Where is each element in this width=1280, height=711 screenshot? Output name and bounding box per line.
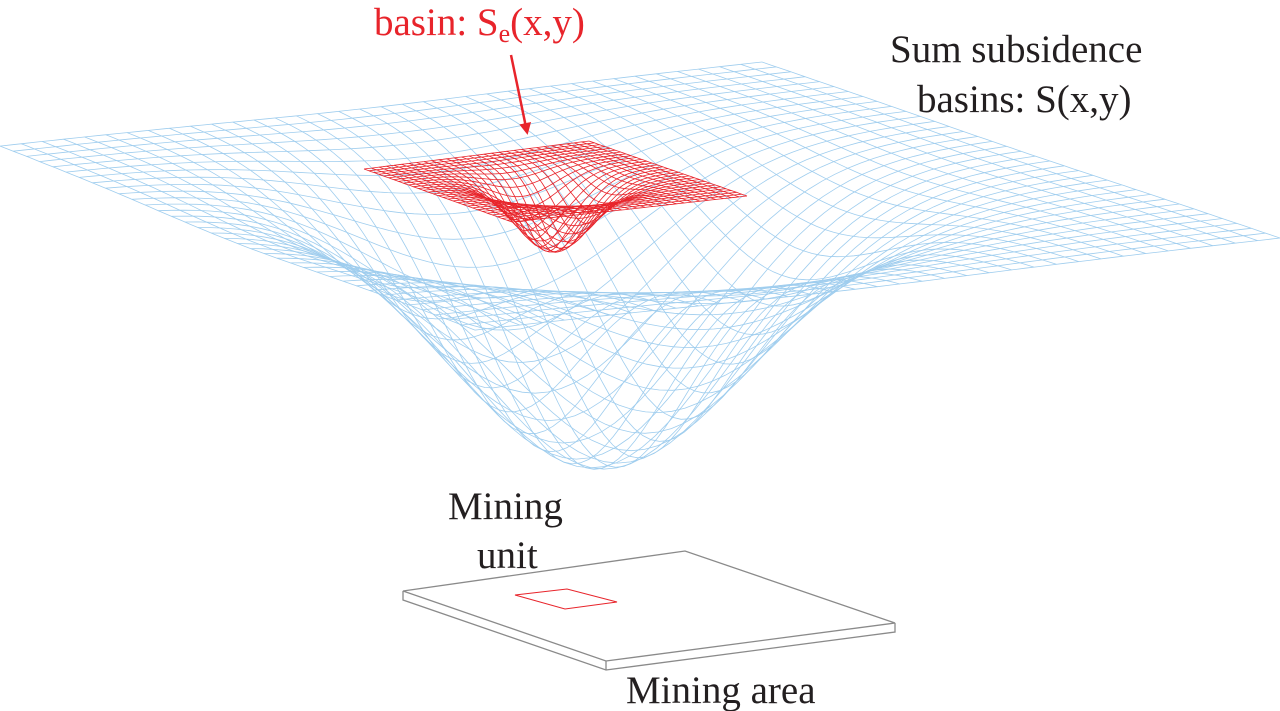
sum-mesh-line-u: [698, 68, 1214, 247]
unit-basin-label-subscript: e: [498, 19, 511, 48]
sum-mesh-line-u: [740, 64, 1258, 241]
unit-mesh-line-v: [511, 195, 748, 223]
sum-subsidence-mesh: [0, 61, 1280, 470]
unit-basin-label: basin: Se(x,y): [374, 3, 585, 47]
sum-mesh-line-v: [13, 66, 777, 152]
unit-mesh-line-u: [588, 140, 748, 197]
sum-mesh-line-v: [395, 208, 1194, 301]
sum-mesh-line-u: [677, 71, 1191, 249]
unit-mesh-line-v: [502, 191, 737, 219]
unit-mesh-line-u: [558, 144, 716, 200]
unit-mesh-line-v: [492, 188, 726, 216]
mining-area-label: Mining area: [626, 669, 816, 711]
mining-unit-label-line2: unit: [477, 534, 538, 577]
sum-mesh-line-v: [461, 232, 1266, 326]
unit-mesh-line-u: [573, 142, 732, 199]
sum-mesh-line-u: [380, 106, 878, 459]
sum-mesh-line-u: [423, 101, 923, 420]
unit-basin-label-suffix: (x,y): [510, 1, 585, 44]
sum-mesh-line-v: [52, 81, 820, 168]
unit-subsidence-mesh: [363, 140, 748, 253]
sum-basin-label-line1: Sum subsidence: [890, 28, 1143, 71]
sum-mesh-line-v: [422, 218, 1223, 311]
sum-mesh-line-v: [356, 194, 1151, 331]
mining-unit-label-line1: Mining: [448, 485, 563, 528]
sum-mesh-line-v: [343, 189, 1137, 349]
unit-mesh-line-u: [566, 143, 724, 199]
mining-area-front-edge: [402, 591, 896, 671]
sum-mesh-line-v: [197, 136, 978, 422]
unit-basin-label-prefix: basin: S: [374, 1, 499, 44]
sum-mesh-line-v: [474, 237, 1280, 331]
mining-unit-outline: [514, 588, 618, 610]
unit-basin-arrow: [509, 54, 532, 135]
sum-mesh-line-v: [448, 227, 1252, 321]
unit-mesh-line-v: [497, 190, 732, 218]
sum-basin-label-line2: basins: S(x,y): [917, 78, 1132, 121]
sum-mesh-line-v: [303, 174, 1093, 414]
unit-mesh-line-v: [487, 186, 721, 214]
sum-mesh-line-v: [65, 86, 834, 173]
sum-mesh-line-v: [316, 179, 1108, 391]
sum-mesh-line-u: [761, 61, 1280, 239]
sum-mesh-line-u: [719, 66, 1236, 244]
sum-mesh-line-v: [435, 223, 1237, 316]
sum-mesh-line-v: [184, 131, 964, 394]
mining-area-slab: [402, 550, 896, 671]
sum-mesh-line-v: [92, 96, 863, 194]
unit-mesh-line-u: [581, 141, 740, 198]
unit-mesh-line-v: [507, 193, 742, 221]
sum-mesh-line-u: [656, 73, 1169, 252]
